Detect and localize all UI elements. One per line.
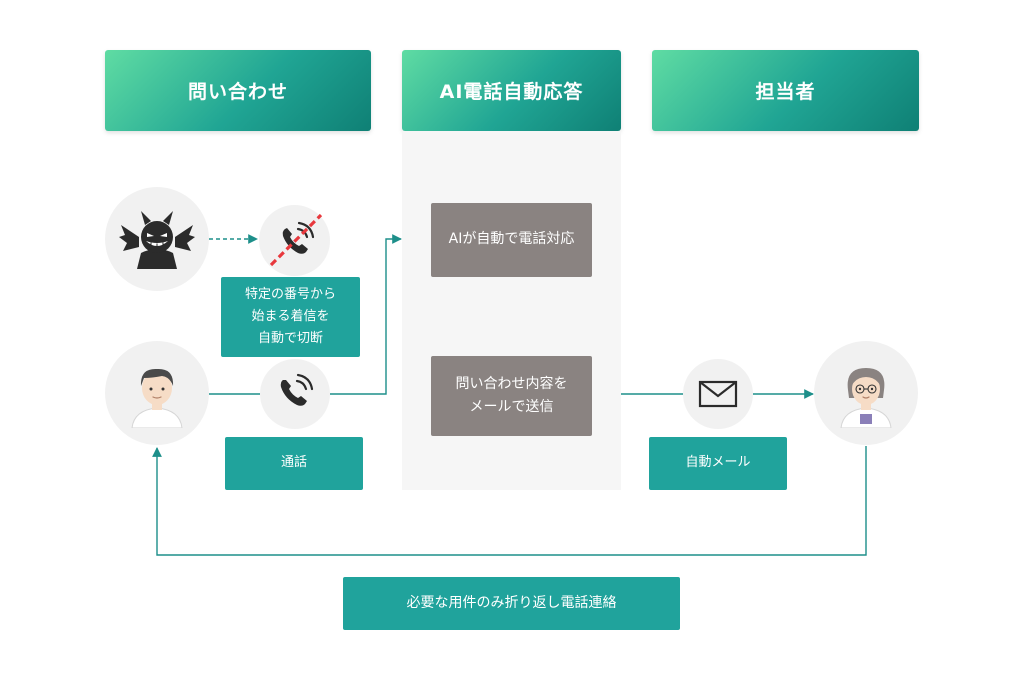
ai-handle-box: AIが自動で電話対応 bbox=[431, 203, 592, 277]
phone-circle bbox=[260, 359, 330, 429]
header-staff: 担当者 bbox=[652, 50, 919, 131]
envelope-icon bbox=[698, 380, 738, 408]
callback-box: 必要な用件のみ折り返し電話連絡 bbox=[343, 577, 680, 630]
blocked-phone-circle bbox=[259, 205, 330, 276]
ai-panel bbox=[402, 131, 621, 490]
arrow-callback bbox=[152, 446, 867, 556]
call-label-box: 通話 bbox=[225, 437, 363, 490]
phone-blocked-icon bbox=[269, 213, 322, 266]
header-inquiry: 問い合わせ bbox=[105, 50, 371, 131]
staff-circle bbox=[814, 341, 918, 445]
send-mail-box: 問い合わせ内容を メールで送信 bbox=[431, 356, 592, 436]
customer-circle bbox=[105, 341, 209, 445]
header-ai-auto-answer: AI電話自動応答 bbox=[402, 50, 621, 131]
man-avatar-icon bbox=[131, 368, 183, 428]
phone-icon bbox=[280, 373, 314, 406]
block-note-box: 特定の番号から 始まる着信を 自動で切断 bbox=[221, 277, 360, 357]
mail-circle bbox=[683, 359, 753, 429]
arrow-phone-to-ai bbox=[330, 234, 402, 395]
devil-icon bbox=[119, 211, 195, 269]
spam-caller-circle bbox=[105, 187, 209, 291]
auto-mail-box: 自動メール bbox=[649, 437, 787, 490]
woman-avatar-icon bbox=[840, 368, 892, 428]
